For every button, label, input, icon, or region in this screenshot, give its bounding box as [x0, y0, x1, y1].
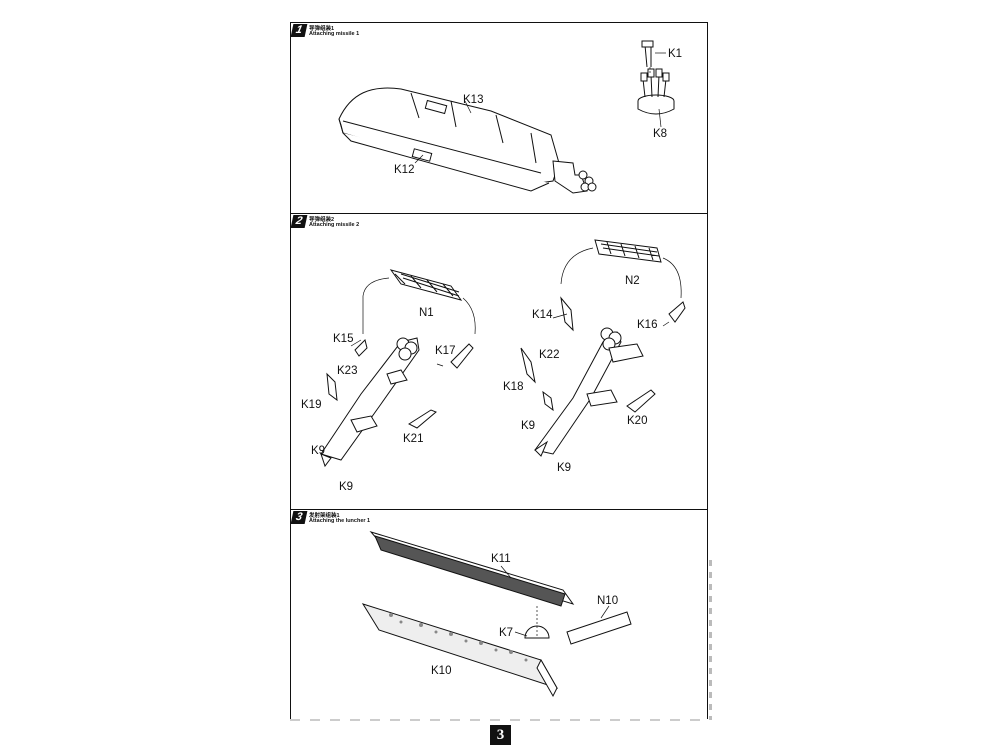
k20-fin: [626, 389, 656, 413]
step-3-illustration: K11 N10 K7 K10: [361, 531, 632, 698]
label-k20: K20: [627, 415, 647, 427]
label-k9-left-b: K9: [339, 481, 353, 493]
page-number: 3: [490, 725, 511, 745]
label-k21: K21: [403, 433, 423, 445]
label-k8: K8: [653, 128, 667, 140]
label-k1: K1: [668, 48, 682, 60]
step-title-chinese: 导弹组装1: [309, 26, 335, 32]
label-k9-right-a: K9: [521, 420, 535, 432]
k16-fin: [668, 301, 686, 323]
k19-fin: [326, 372, 338, 402]
label-k9-right-b: K9: [557, 462, 571, 474]
label-n1: N1: [419, 307, 434, 319]
label-k14: K14: [532, 309, 553, 321]
page-edge-shadow: [709, 560, 712, 720]
label-k7: K7: [499, 627, 513, 639]
label-k17: K17: [435, 345, 455, 357]
label-k11: K11: [491, 553, 511, 565]
label-k23: K23: [337, 365, 357, 377]
n10-part: [566, 611, 632, 645]
label-k18: K18: [503, 381, 523, 393]
step-3-panel: 3 发射架组装1 Attaching the luncher 1 K11 N10: [290, 509, 708, 720]
label-k9-left-a: K9: [311, 445, 325, 457]
step-1-illustration: K1 K8 K13 K12: [338, 40, 682, 194]
k21-fin: [407, 409, 437, 429]
label-n2: N2: [625, 275, 640, 287]
label-k12: K12: [394, 164, 414, 176]
step-title-chinese: 导弹组装2: [309, 217, 335, 223]
step-title-english: Attaching missile 1: [309, 31, 360, 37]
step-1-panel: 1 导弹组装1 Attaching missile 1: [290, 22, 708, 215]
k17-fin: [450, 343, 474, 369]
label-k15: K15: [333, 333, 353, 345]
step-title-chinese: 发射架组装1: [309, 513, 340, 519]
missile-left: [320, 337, 420, 461]
label-k13: K13: [463, 94, 483, 106]
k15-fin: [354, 339, 368, 357]
step-title-english: Attaching the luncher 1: [309, 518, 371, 524]
step-2-panel: 2 导弹组装2 Attaching missile 2: [290, 213, 708, 511]
page-bottom-shadow: [290, 719, 708, 721]
k18-fin: [520, 347, 536, 384]
label-k22: K22: [539, 349, 559, 361]
label-k19: K19: [301, 399, 321, 411]
missile-body: [338, 87, 560, 186]
label-k10: K10: [431, 665, 451, 677]
label-k16: K16: [637, 319, 657, 331]
step-2-illustration: N1 K15 K17 K23 K19 K21 K9 K9 N2 K14 K16 …: [301, 239, 686, 493]
label-n10: N10: [597, 595, 618, 607]
step-title-english: Attaching missile 2: [309, 222, 360, 228]
